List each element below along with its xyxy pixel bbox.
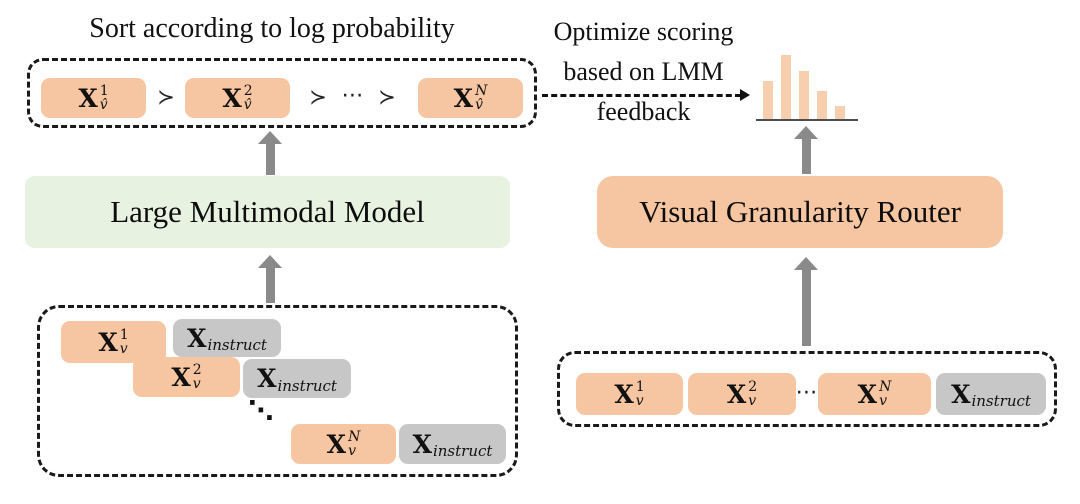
histogram-bar	[799, 71, 809, 119]
math-base: X	[222, 83, 242, 113]
succeeds-symbol: ≻	[309, 85, 327, 109]
math-base: X	[614, 379, 634, 409]
histogram-bar	[763, 81, 773, 119]
annotation-line3: feedback	[596, 97, 691, 126]
math-sub: v	[119, 341, 128, 357]
math-sup: 2	[192, 361, 202, 378]
math-sup: 2	[748, 378, 758, 395]
math-sup: N	[879, 378, 892, 395]
large-multimodal-model-box: Large Multimodal Model	[25, 176, 510, 248]
math-sub: v	[879, 393, 887, 409]
dashed-arrow-right	[542, 89, 750, 101]
router-box-label: Visual Granularity Router	[639, 194, 961, 229]
math-sub: instruct	[277, 376, 337, 395]
histogram-bar	[781, 55, 791, 119]
arrowhead-icon	[740, 89, 750, 101]
arrow-stem	[265, 268, 275, 303]
arrow-stem	[801, 139, 811, 174]
up-arrow-input-to-lmm	[258, 255, 282, 303]
histogram-bar	[817, 91, 827, 119]
cdots-symbol: ⋯	[341, 83, 365, 108]
math-sub: v	[348, 443, 356, 459]
math-base: X	[98, 327, 118, 357]
math-base: X	[187, 323, 207, 353]
succeeds-symbol: ≻	[157, 85, 175, 109]
math-sub: instruct	[432, 442, 493, 460]
ddots-symbol: ⋱	[248, 396, 274, 426]
math-base: X	[78, 83, 98, 113]
math-base: X	[257, 364, 277, 393]
cdots-symbol: ⋯	[795, 380, 819, 405]
sort-caption: Sort according to log probability	[89, 13, 455, 44]
arrow-stem	[801, 270, 811, 346]
arrowhead-icon	[258, 255, 282, 268]
math-sub: instruct	[207, 336, 267, 354]
math-sub: v	[192, 376, 201, 392]
math-base: X	[726, 379, 747, 409]
succeeds-symbol: ≻	[378, 85, 396, 109]
annotation-line2: based on LMM	[563, 57, 724, 86]
annotation-line1: Optimize scoring	[553, 17, 734, 46]
up-arrow-lmm-to-sorted	[258, 131, 282, 175]
arrowhead-icon	[258, 131, 282, 144]
up-arrow-router-to-histogram	[794, 126, 818, 174]
math-sub: v̂	[475, 97, 483, 113]
visual-granularity-router-box: Visual Granularity Router	[597, 176, 1003, 248]
math-sub: v	[748, 393, 757, 409]
math-base: X	[412, 429, 432, 459]
math-base: X	[951, 379, 971, 409]
math-sub: v	[635, 393, 644, 409]
math-sup: 2	[243, 82, 253, 99]
math-base: X	[171, 362, 191, 392]
optimize-annotation: Optimize scoring based on LMM feedback	[541, 12, 746, 132]
math-base: X	[326, 429, 347, 459]
lmm-box-label: Large Multimodal Model	[110, 194, 425, 229]
math-sub: v̂	[99, 97, 108, 113]
math-base: X	[453, 83, 474, 113]
math-sup: 1	[99, 82, 109, 99]
math-sub: v̂	[243, 97, 252, 113]
score-histogram-icon	[756, 53, 858, 121]
arrowhead-icon	[794, 257, 818, 270]
math-sub: instruct	[971, 392, 1031, 410]
math-sup: 1	[635, 378, 645, 395]
math-base: X	[857, 379, 878, 409]
up-arrow-input-to-router	[794, 257, 818, 346]
math-sup: N	[475, 82, 488, 99]
math-sup: 1	[119, 326, 129, 343]
histogram-bar	[835, 106, 845, 119]
arrow-stem	[265, 144, 275, 175]
arrowhead-icon	[794, 126, 818, 139]
math-sup: N	[348, 428, 361, 445]
